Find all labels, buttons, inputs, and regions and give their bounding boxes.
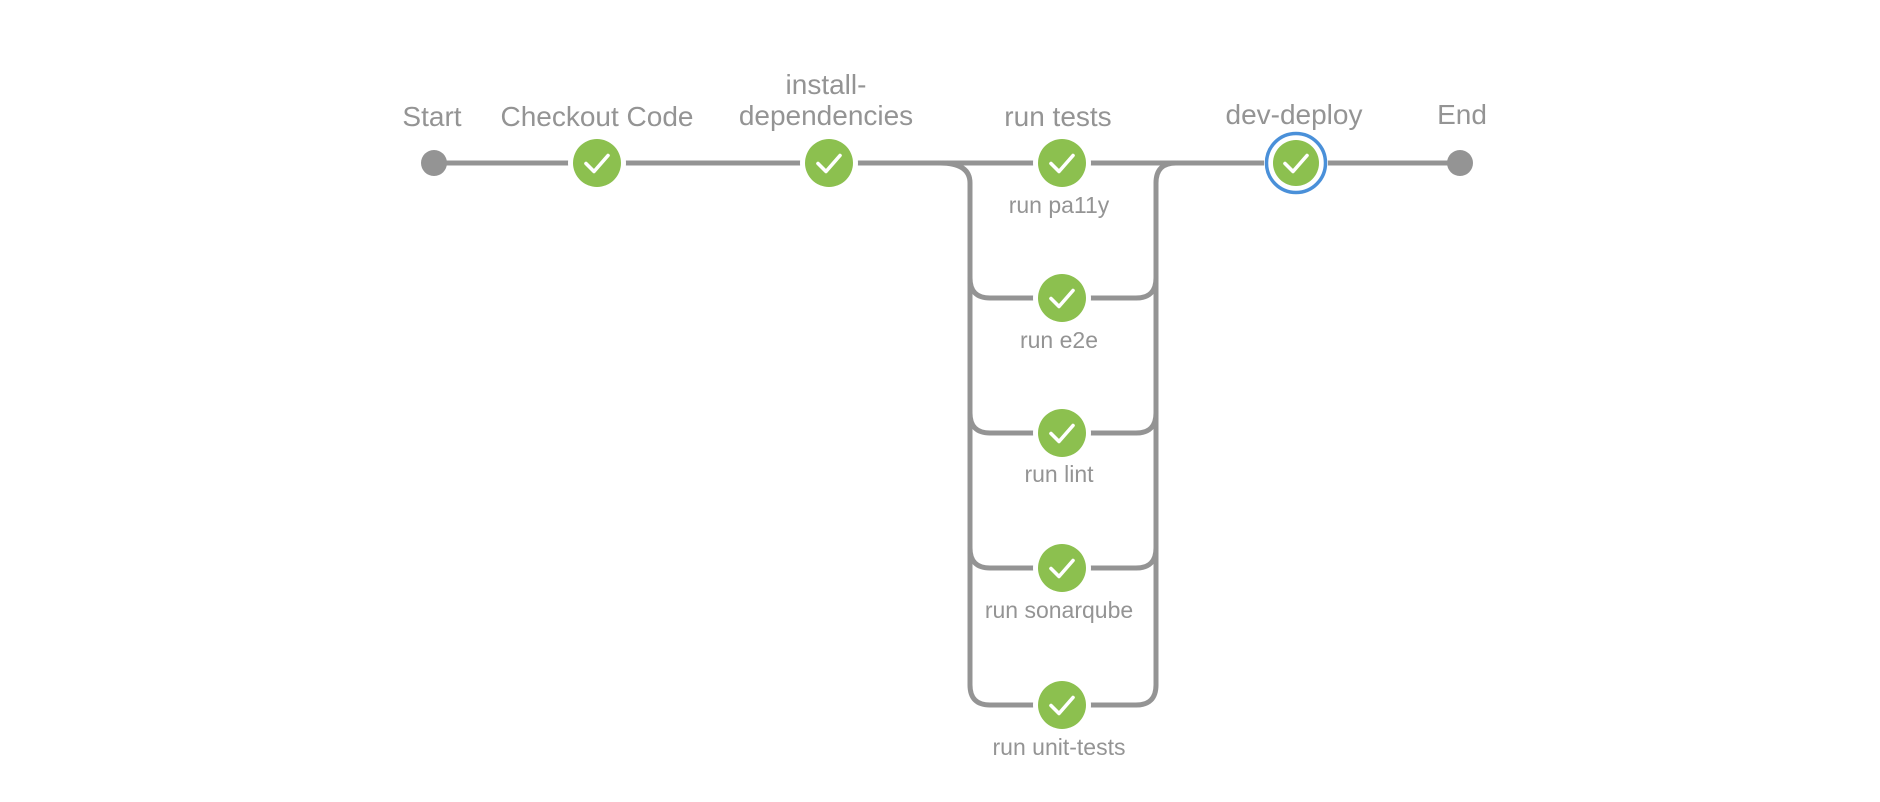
stage-install-dependencies[interactable]: install- dependencies [739,69,913,192]
branch-label: run pa11y [1009,192,1110,218]
join-rail [1082,160,1179,708]
start-dot-icon [421,150,447,176]
success-status-icon [1038,139,1086,187]
check-icon [1049,153,1075,174]
success-status-icon [1038,681,1086,729]
fork-rail [937,160,1045,708]
end-dot-icon [1447,150,1473,176]
success-status-icon [1038,274,1086,322]
success-status-icon [1038,544,1086,592]
end-label: End [1437,99,1487,130]
branch-run-sonarqube[interactable]: run sonarqube [985,539,1133,623]
stage-label: dev-deploy [1226,99,1363,130]
connector-lines [431,160,1463,708]
start-node: Start [402,101,462,176]
branch-run-lint[interactable]: run lint [1024,404,1094,487]
branch-label: run sonarqube [985,597,1133,623]
stage-label-line-1: install- [786,69,867,100]
success-status-icon [805,139,853,187]
check-icon [1049,288,1075,309]
branch-label: run lint [1024,461,1094,487]
selected-ring-icon [1264,131,1328,195]
branch-run-pa11y[interactable]: run pa11y [1009,134,1110,218]
start-label: Start [402,101,461,132]
branch-run-unit-tests[interactable]: run unit-tests [993,676,1126,760]
branch-label: run unit-tests [993,734,1126,760]
check-icon [816,153,842,174]
stage-label: run tests [1004,101,1111,132]
check-icon [1283,153,1309,174]
check-icon [1049,695,1075,716]
stage-label-line-2: dependencies [739,100,913,131]
check-icon [1049,423,1075,444]
success-status-icon [1038,409,1086,457]
end-node: End [1437,99,1487,176]
check-icon [584,153,610,174]
check-icon [1049,558,1075,579]
stage-label: Checkout Code [500,101,693,132]
branch-label: run e2e [1020,327,1098,353]
branch-run-e2e[interactable]: run e2e [1020,269,1098,353]
success-status-icon [1273,140,1319,186]
stage-run-tests: run tests run pa11y run e2e run lint run… [985,101,1133,760]
success-status-icon [573,139,621,187]
stage-checkout-code[interactable]: Checkout Code [500,101,694,192]
stage-dev-deploy[interactable]: dev-deploy [1226,99,1363,195]
